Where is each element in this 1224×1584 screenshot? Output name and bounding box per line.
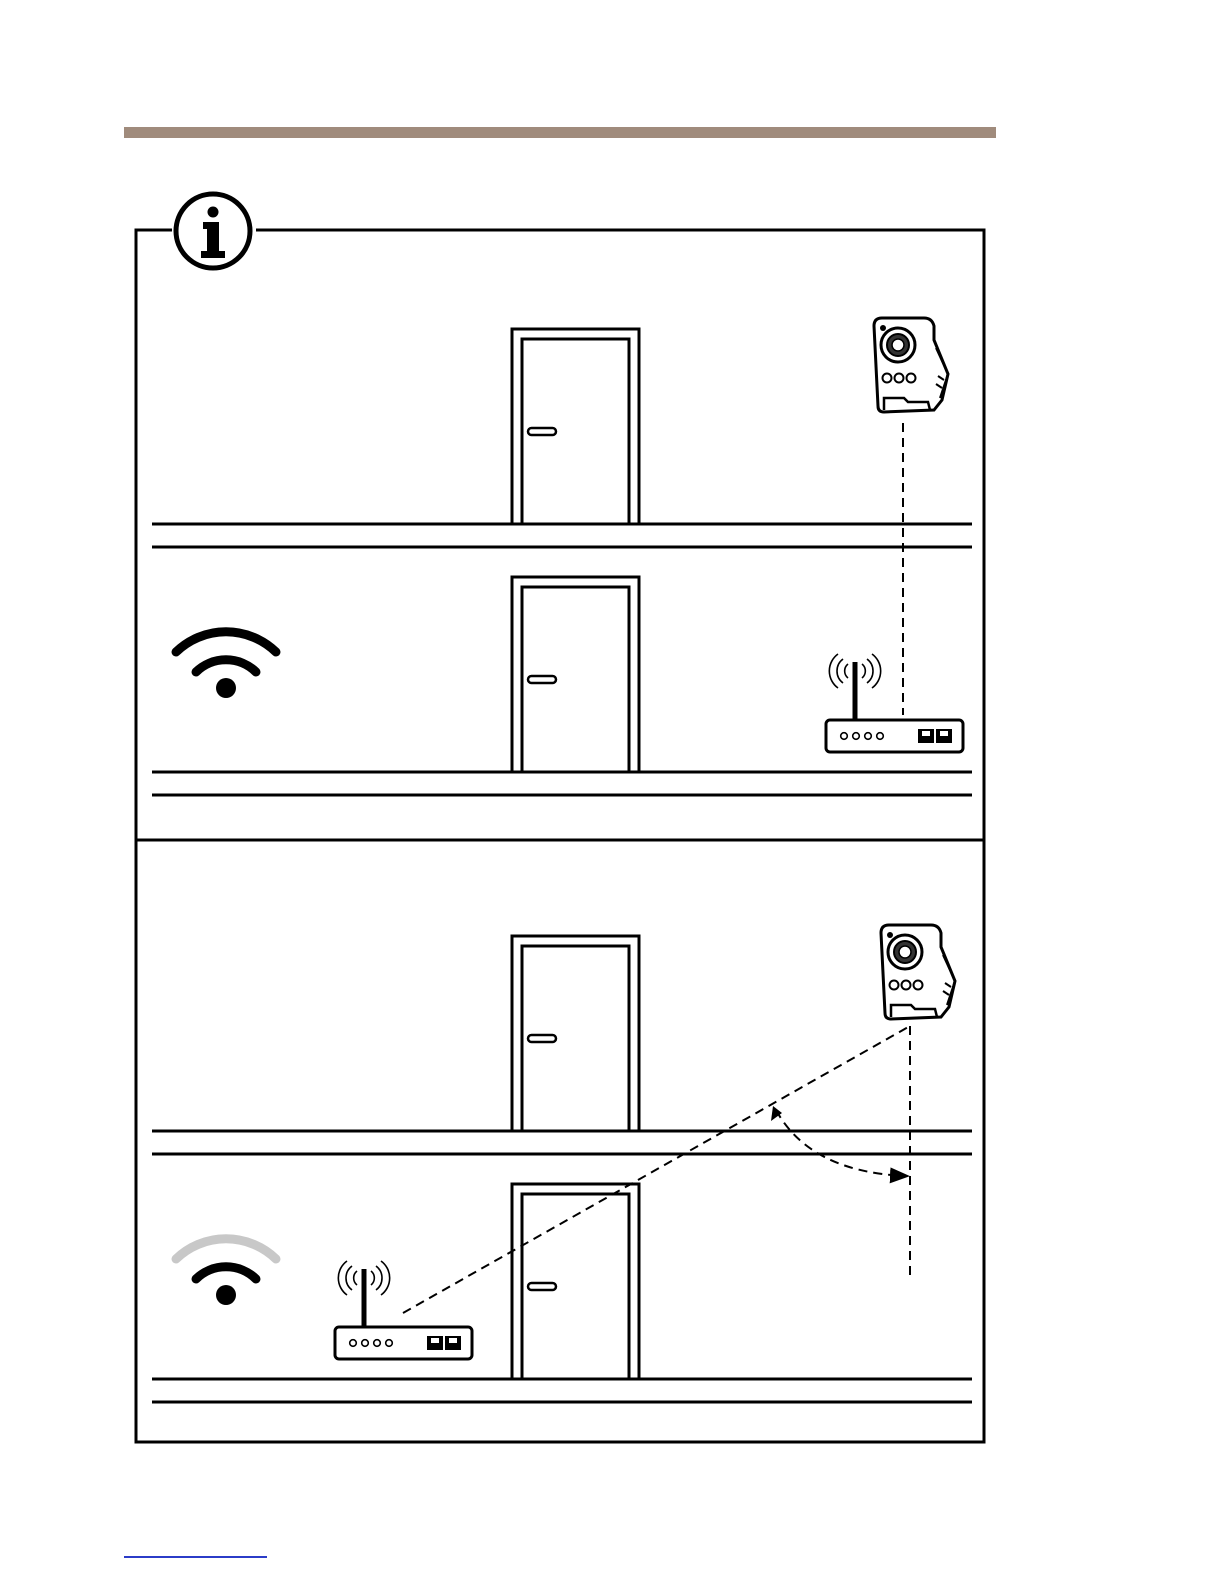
network-camera-icon bbox=[874, 318, 948, 412]
scenario-top bbox=[152, 318, 972, 795]
angle-arrow bbox=[776, 1110, 906, 1176]
wifi-strong-signal-icon bbox=[176, 632, 276, 698]
door-icon bbox=[512, 329, 639, 524]
door-icon bbox=[512, 577, 639, 772]
wireless-router-icon bbox=[335, 1261, 472, 1359]
signal-path-line bbox=[403, 1026, 910, 1313]
wireless-router-icon bbox=[826, 654, 963, 752]
wifi-weak-signal-icon bbox=[176, 1239, 276, 1305]
network-camera-icon bbox=[881, 925, 955, 1019]
info-icon bbox=[176, 194, 250, 268]
footer-line bbox=[124, 1556, 267, 1558]
door-icon bbox=[512, 936, 639, 1131]
scenario-bottom bbox=[152, 925, 972, 1402]
arrowhead-icon bbox=[771, 1106, 782, 1121]
door-icon bbox=[512, 1184, 639, 1379]
